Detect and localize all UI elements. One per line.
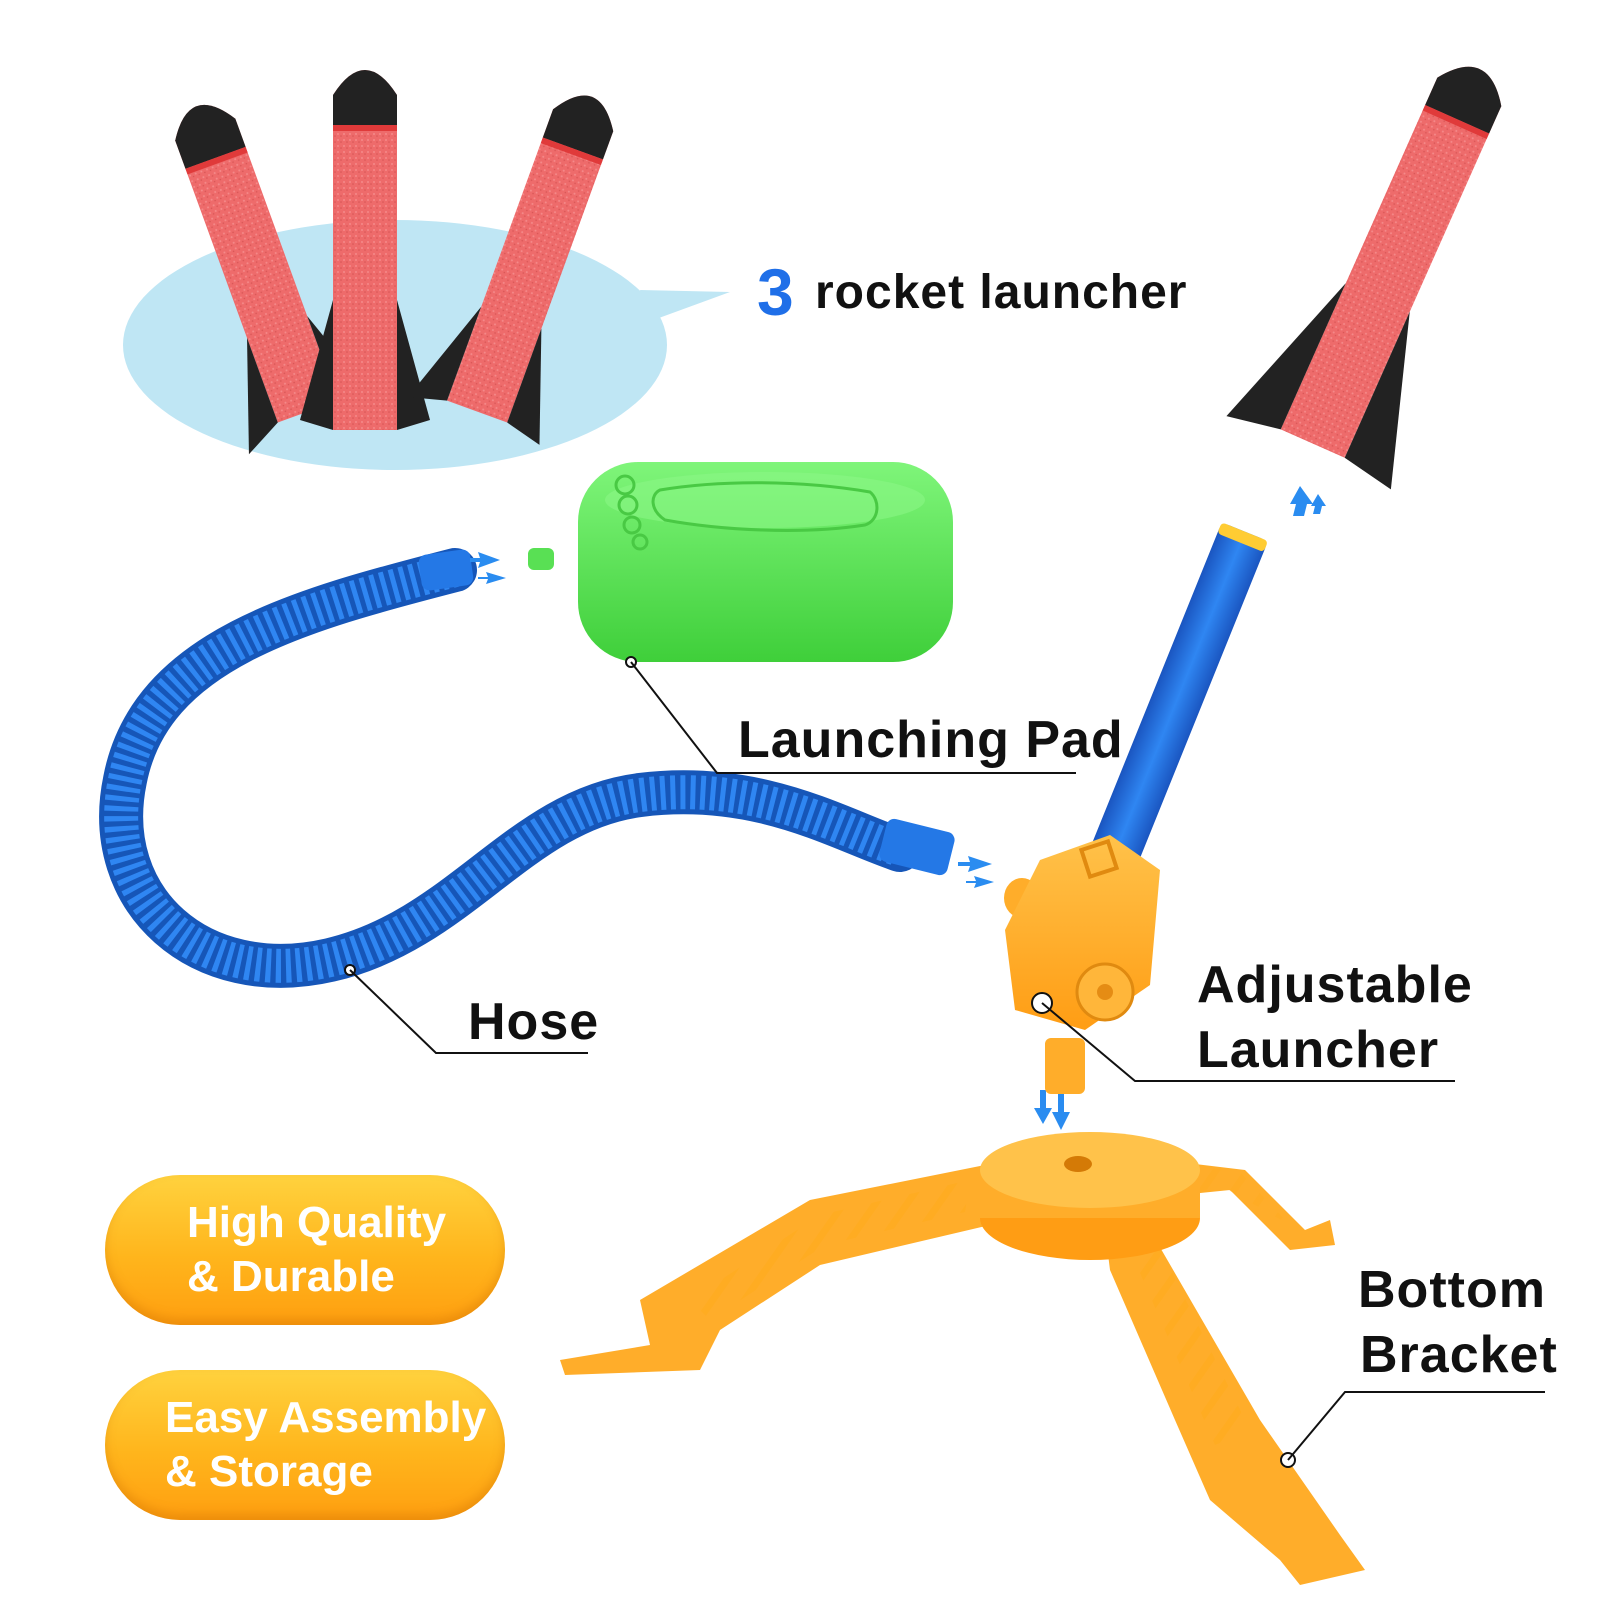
launching-pad-image xyxy=(528,462,953,662)
rockets-callout-bubble xyxy=(123,220,730,470)
adjustable-launcher-label-line1: Adjustable xyxy=(1197,956,1473,1014)
assembly-badge-line2: & Storage xyxy=(165,1447,373,1496)
rocket-launcher-caption: rocket launcher xyxy=(815,266,1188,319)
assembly-badge: Easy Assembly & Storage xyxy=(105,1370,505,1520)
hose-label: Hose xyxy=(468,993,600,1051)
bottom-bracket-label-line1: Bottom xyxy=(1358,1261,1546,1319)
bottom-bracket-image xyxy=(560,1132,1365,1585)
launching-pad-label: Launching Pad xyxy=(738,711,1124,769)
right-arrow-icon xyxy=(470,552,506,584)
flying-rocket-image xyxy=(1226,66,1502,490)
quality-badge: High Quality & Durable xyxy=(105,1175,505,1325)
quality-badge-line2: & Durable xyxy=(187,1252,395,1301)
rocket-count: 3 xyxy=(757,255,795,329)
three-rockets-image xyxy=(175,70,614,455)
quality-badge-line1: High Quality xyxy=(187,1198,447,1247)
up-arrow-icon xyxy=(1290,486,1326,516)
bottom-bracket-label-line2: Bracket xyxy=(1360,1326,1558,1384)
adjustable-launcher-image xyxy=(1004,835,1160,1094)
launcher-tube-image xyxy=(1085,523,1267,882)
adjustable-launcher-label-line2: Launcher xyxy=(1197,1021,1440,1079)
leader-lines xyxy=(344,656,1545,1461)
hose-image xyxy=(99,548,955,988)
right-arrow-icon xyxy=(958,856,994,888)
assembly-badge-line1: Easy Assembly xyxy=(165,1393,487,1442)
down-arrow-icon xyxy=(1034,1090,1070,1130)
